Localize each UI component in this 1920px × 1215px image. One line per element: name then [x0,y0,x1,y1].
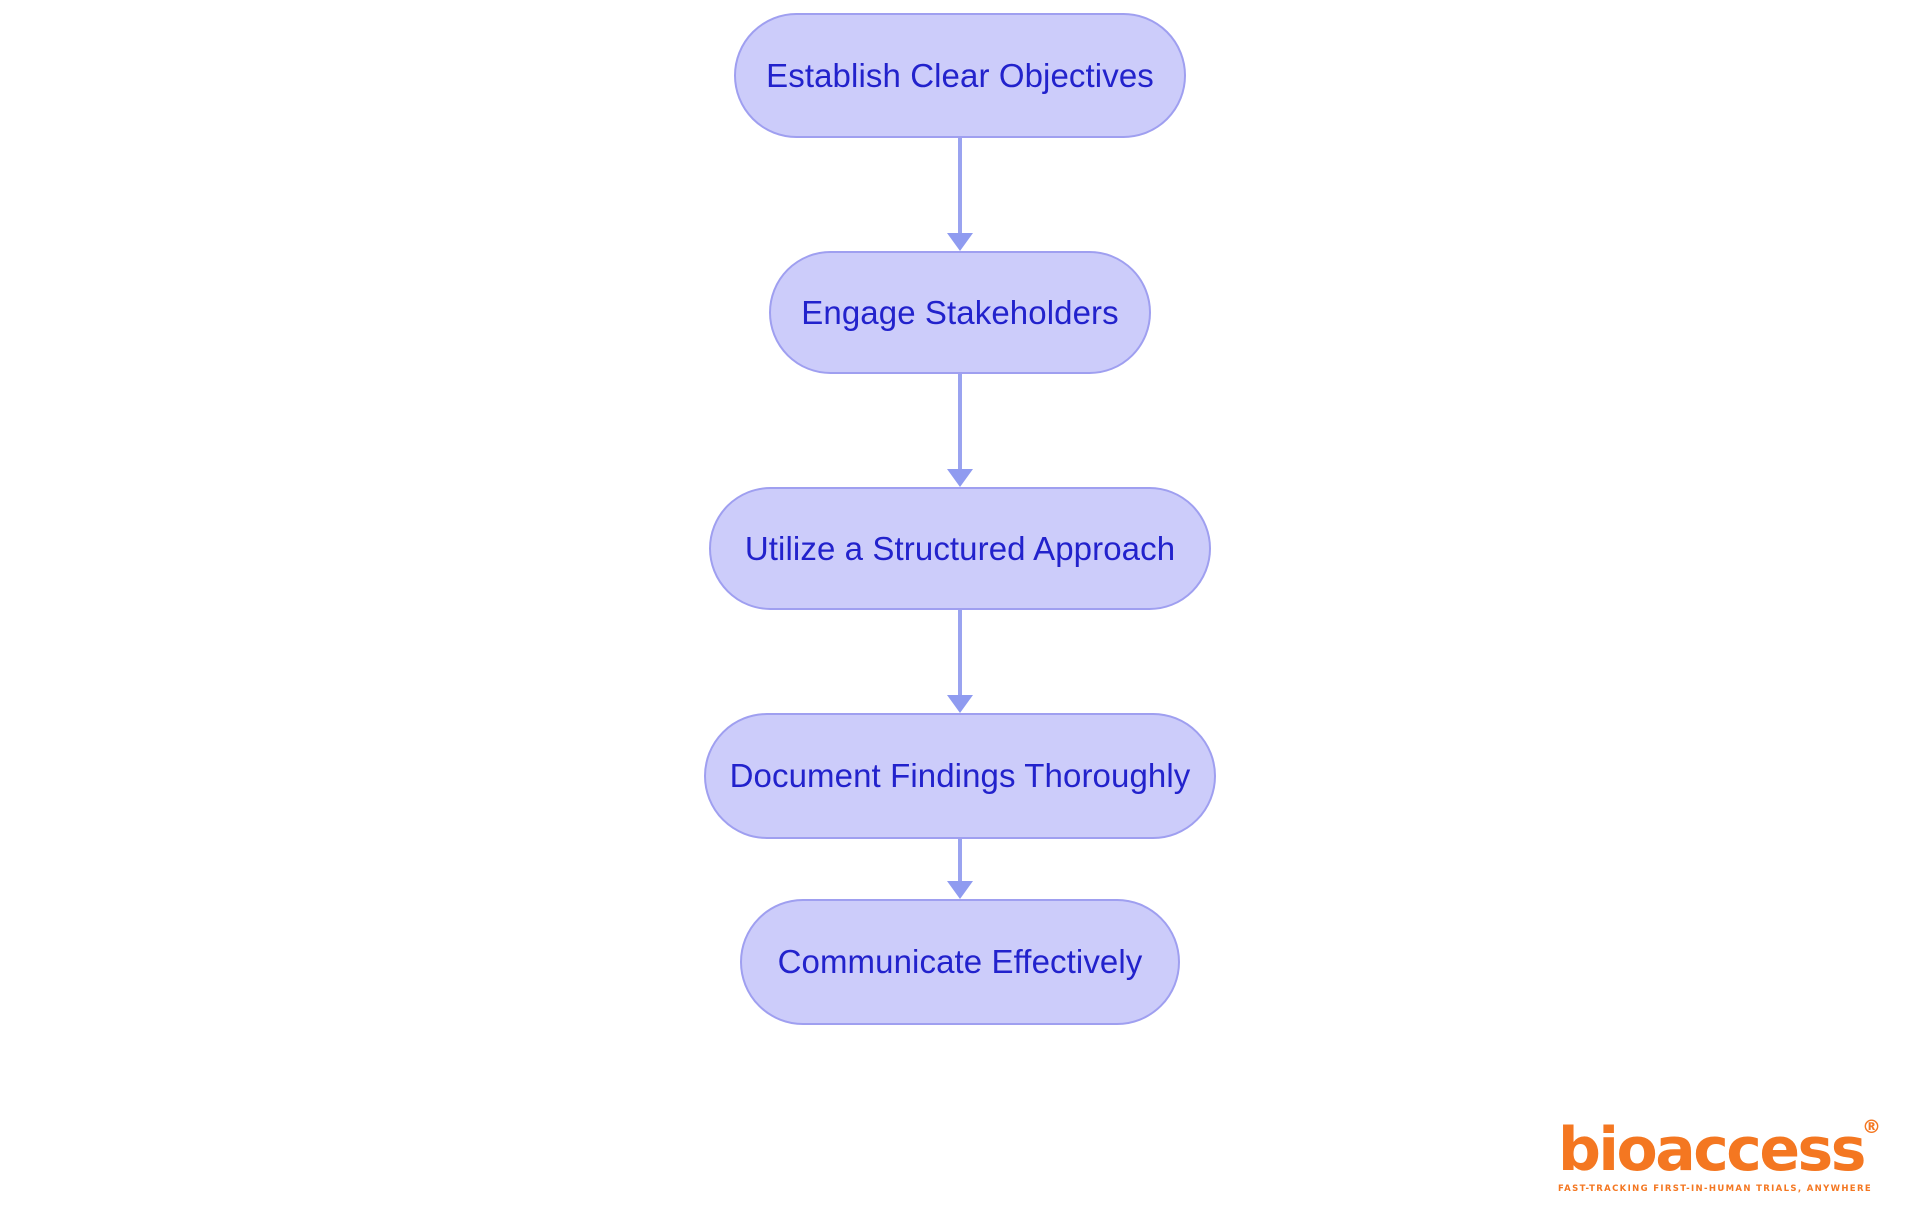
arrow-down-icon [947,233,973,251]
registered-trademark-icon: ® [1861,1115,1881,1138]
logo-tagline: FAST-TRACKING FIRST-IN-HUMAN TRIALS, ANY… [1557,1183,1872,1194]
logo-wordmark-text: bioaccess® [1558,1117,1881,1180]
flow-node-label: Engage Stakeholders [801,293,1119,331]
flow-connector-4 [940,839,980,899]
flow-node-label: Establish Clear Objectives [766,56,1154,94]
flow-node-document-findings-thoroughly[interactable]: Document Findings Thoroughly [704,713,1216,839]
connector-line [958,138,962,234]
arrow-down-icon [947,695,973,713]
bioaccess-logo: bioaccess® FAST-TRACKING FIRST-IN-HUMAN … [1557,1117,1881,1194]
flowchart-flow: Establish Clear Objectives Engage Stakeh… [704,13,1216,1025]
flow-node-communicate-effectively[interactable]: Communicate Effectively [740,899,1180,1025]
flow-node-label: Document Findings Thoroughly [729,757,1191,795]
flow-connector-2 [940,374,980,487]
flow-node-utilize-a-structured-approach[interactable]: Utilize a Structured Approach [709,487,1211,610]
connector-line [958,374,962,470]
arrow-down-icon [947,881,973,899]
flow-node-establish-clear-objectives[interactable]: Establish Clear Objectives [734,13,1186,138]
arrow-down-icon [947,469,973,487]
flow-node-engage-stakeholders[interactable]: Engage Stakeholders [769,251,1151,374]
flow-connector-3 [940,610,980,713]
connector-line [958,839,962,882]
logo-wordmark-label: bioaccess [1557,1114,1866,1185]
flow-node-label: Utilize a Structured Approach [744,529,1176,567]
connector-line [958,610,962,696]
flow-connector-1 [940,138,980,251]
flow-node-label: Communicate Effectively [777,943,1143,981]
